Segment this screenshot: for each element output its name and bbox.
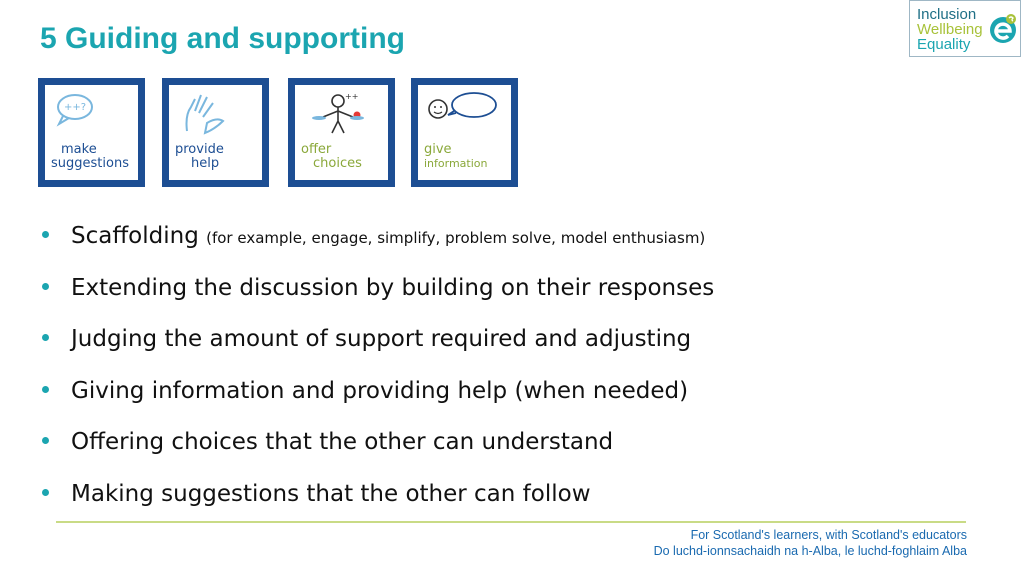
card-label-line1: provide bbox=[175, 142, 224, 157]
bullet-note: (for example, engage, simplify, problem … bbox=[206, 229, 706, 247]
bullet-dot-icon bbox=[42, 334, 49, 341]
bullet-text: Extending the discussion by building on … bbox=[71, 274, 715, 301]
bullet-dot-icon bbox=[42, 488, 49, 496]
logo-word-inclusion: Inclusion bbox=[917, 6, 977, 23]
card-label-line2: choices bbox=[313, 156, 362, 171]
bullet-dot-icon bbox=[42, 231, 49, 238]
bullet-text: Judging the amount of support required a… bbox=[71, 326, 692, 352]
card-label-line1: make bbox=[61, 142, 97, 157]
person-with-choices-icon: ++ bbox=[312, 92, 364, 134]
education-scotland-logo: Inclusion Wellbeing Equality bbox=[909, 0, 1021, 57]
logo-mark-icon bbox=[990, 14, 1016, 43]
footer-divider bbox=[56, 521, 966, 523]
symbol-card-make-suggestions: ++? make suggestions bbox=[38, 78, 145, 187]
bullet-list: Scaffolding (for example, engage, simpli… bbox=[40, 212, 980, 521]
footer-line-english: For Scotland's learners, with Scotland's… bbox=[690, 528, 967, 542]
footer-line-gaelic: Do luchd-ionnsachaidh na h-Alba, le luch… bbox=[653, 544, 967, 558]
logo-word-equality: Equality bbox=[917, 36, 971, 53]
helping-hand-icon bbox=[185, 94, 225, 135]
bullet-text: Offering choices that the other can unde… bbox=[71, 429, 614, 455]
face-speech-icon bbox=[428, 92, 497, 119]
list-item: Offering choices that the other can unde… bbox=[40, 418, 980, 470]
bullet-text: Making suggestions that the other can fo… bbox=[71, 480, 591, 507]
card-label-line1: give bbox=[424, 142, 452, 157]
footer-tagline: For Scotland's learners, with Scotland's… bbox=[654, 527, 967, 559]
bullet-dot-icon bbox=[42, 385, 49, 393]
list-item: Scaffolding (for example, engage, simpli… bbox=[40, 212, 980, 264]
symbol-card-provide-help: provide help bbox=[162, 78, 269, 187]
card-label-line1: offer bbox=[301, 142, 332, 157]
logo-word-wellbeing: Wellbeing bbox=[917, 21, 983, 38]
symbol-card-offer-choices: ++ offer choices bbox=[288, 78, 395, 187]
list-item: Making suggestions that the other can fo… bbox=[40, 470, 980, 522]
page-title: 5 Guiding and supporting bbox=[40, 22, 405, 55]
speech-bubble-icon: ++? bbox=[56, 94, 93, 127]
svg-text:++: ++ bbox=[345, 92, 358, 101]
symbol-card-give-information: give information bbox=[411, 78, 518, 187]
svg-text:++?: ++? bbox=[64, 102, 86, 113]
card-label-line2: help bbox=[191, 156, 220, 171]
bullet-text: Giving information and providing help (w… bbox=[71, 377, 689, 404]
bullet-dot-icon bbox=[42, 282, 49, 290]
list-item: Judging the amount of support required a… bbox=[40, 315, 980, 367]
bullet-text: Scaffolding bbox=[71, 223, 207, 249]
list-item: Extending the discussion by building on … bbox=[40, 264, 980, 316]
card-label-line2: information bbox=[424, 157, 488, 170]
bullet-dot-icon bbox=[42, 437, 49, 444]
card-label-line2: suggestions bbox=[51, 156, 129, 171]
list-item: Giving information and providing help (w… bbox=[40, 367, 980, 419]
